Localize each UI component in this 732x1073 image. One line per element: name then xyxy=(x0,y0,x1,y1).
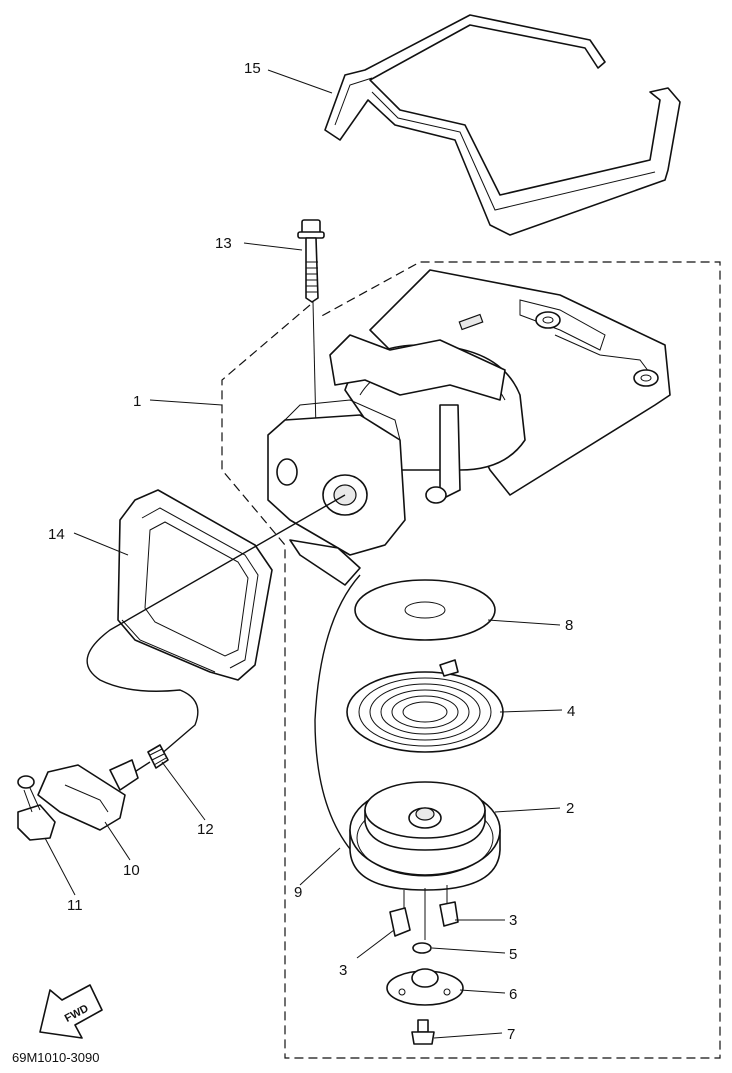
part-15-seal xyxy=(324,14,681,236)
part-8-plate xyxy=(354,579,496,641)
callout-3a: 3 xyxy=(509,912,517,929)
callout-6: 6 xyxy=(509,986,517,1003)
part-6-drive-plate xyxy=(386,968,464,1006)
part-4-spring xyxy=(346,659,504,753)
callout-3b: 3 xyxy=(339,962,347,979)
part-11-insert xyxy=(17,775,56,841)
callout-8: 8 xyxy=(565,617,573,634)
part-13-bolt xyxy=(297,219,325,431)
assembly-boundary xyxy=(221,261,721,1059)
callout-9: 9 xyxy=(294,884,302,901)
part-2-pulley xyxy=(349,781,501,891)
fwd-arrow: FWD xyxy=(39,984,103,1039)
callout-10: 10 xyxy=(123,862,140,879)
part-12-stopper xyxy=(132,744,169,774)
part-1-starter-housing xyxy=(267,269,671,586)
part-14-gasket xyxy=(117,489,273,681)
callout-14: 14 xyxy=(48,526,65,543)
callout-11: 11 xyxy=(67,897,83,914)
part-3-pawls xyxy=(389,885,459,937)
part-5-clip xyxy=(412,888,432,954)
callout-4: 4 xyxy=(567,703,575,720)
callout-13: 13 xyxy=(215,235,232,252)
part-10-handle xyxy=(37,759,139,831)
callout-5: 5 xyxy=(509,946,517,963)
callout-labels: 1 2 3 3 4 5 6 7 8 9 10 11 12 13 14 15 xyxy=(48,60,575,1043)
callout-2: 2 xyxy=(566,800,574,817)
drawing-code: 69M1010-3090 xyxy=(12,1050,99,1065)
leader-lines xyxy=(44,69,563,1039)
callout-12: 12 xyxy=(197,821,214,838)
callout-1: 1 xyxy=(133,393,141,410)
part-9-starter-rope xyxy=(86,494,361,856)
part-7-screw xyxy=(411,1019,435,1045)
callout-7: 7 xyxy=(507,1026,515,1043)
callout-15: 15 xyxy=(244,60,261,77)
